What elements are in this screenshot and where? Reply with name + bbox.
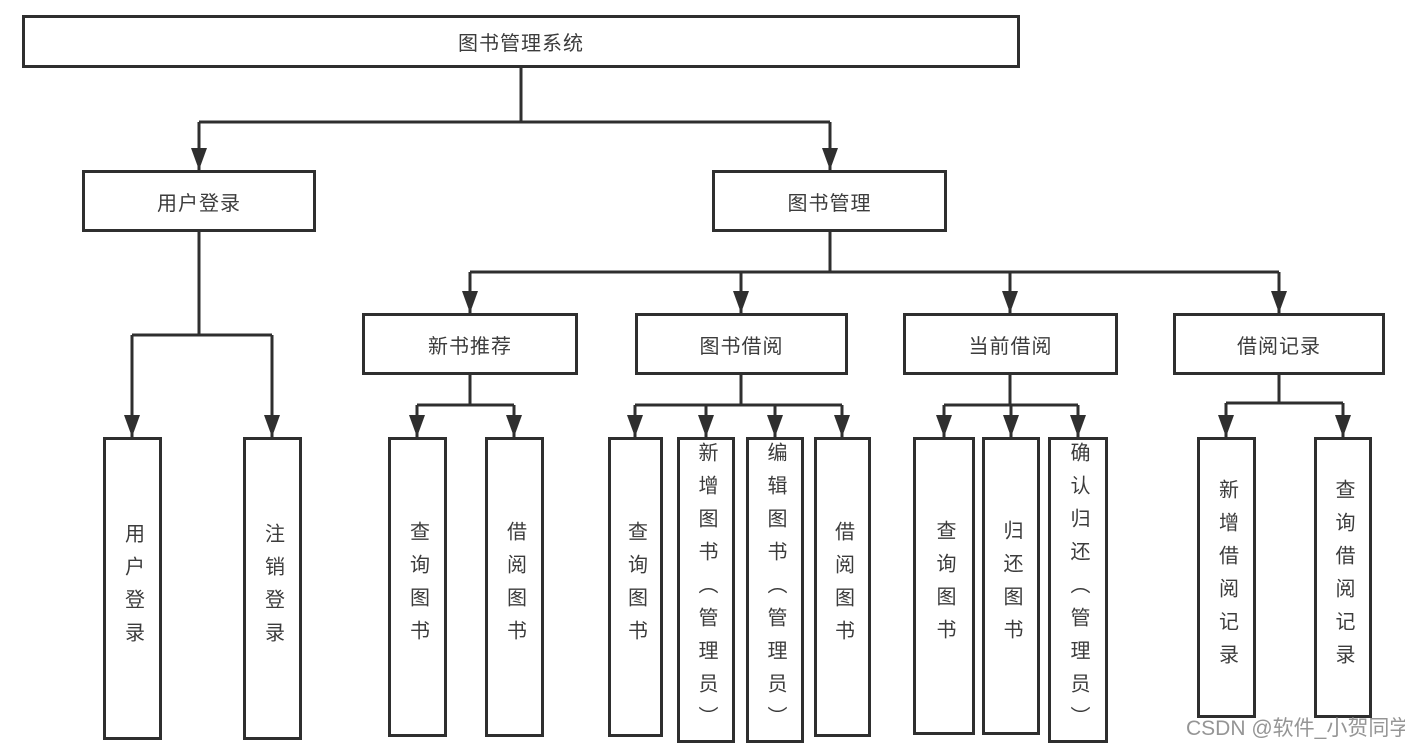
node-label: 图书管理 — [787, 192, 872, 215]
node-current-borrowing: 当前借阅 — [903, 313, 1118, 375]
leaf-borrow-books-1: 借阅图书 — [485, 437, 544, 737]
node-label: 查询图书 — [933, 520, 955, 652]
node-user-login: 用户登录 — [82, 170, 316, 232]
csdn-watermark: CSDN @软件_小贺同学 — [1186, 717, 1405, 740]
node-label: 用户登录 — [121, 522, 144, 655]
node-label: 借阅记录 — [1237, 335, 1321, 358]
leaf-logout: 注销登录 — [243, 437, 302, 740]
node-book-management: 图书管理 — [712, 170, 947, 232]
leaf-edit-books-admin: 编辑图书（管理员） — [746, 437, 804, 743]
node-library-management-system: 图书管理系统 — [22, 15, 1020, 68]
node-label: 当前借阅 — [968, 335, 1053, 358]
node-label: 新增图书（管理员） — [695, 441, 717, 739]
node-book-borrowing: 图书借阅 — [635, 313, 848, 375]
leaf-add-borrow-record: 新增借阅记录 — [1197, 437, 1256, 718]
node-label: 用户登录 — [157, 192, 241, 215]
node-label: 图书借阅 — [699, 335, 784, 358]
node-label: 编辑图书（管理员） — [764, 441, 786, 739]
leaf-query-books-3: 查询图书 — [913, 437, 975, 735]
node-label: 注销登录 — [261, 522, 284, 655]
node-borrowing-records: 借阅记录 — [1173, 313, 1385, 375]
node-label: 确认归还（管理员） — [1067, 441, 1089, 739]
node-label: 归还图书 — [1000, 520, 1022, 652]
node-new-book-recommend: 新书推荐 — [362, 313, 578, 375]
node-label: 查询图书 — [624, 521, 647, 653]
node-label: 查询图书 — [406, 521, 429, 653]
node-label: 借阅图书 — [831, 521, 854, 653]
leaf-query-borrow-record: 查询借阅记录 — [1314, 437, 1372, 718]
node-label: 借阅图书 — [503, 521, 526, 653]
node-label: 新书推荐 — [428, 335, 512, 358]
leaf-query-books-1: 查询图书 — [388, 437, 447, 737]
leaf-query-books-2: 查询图书 — [608, 437, 663, 737]
leaf-borrow-books-2: 借阅图书 — [814, 437, 871, 737]
node-label: 新增借阅记录 — [1215, 478, 1238, 677]
leaf-confirm-return-admin: 确认归还（管理员） — [1048, 437, 1108, 743]
leaf-add-books-admin: 新增图书（管理员） — [677, 437, 735, 743]
node-label: 图书管理系统 — [458, 33, 584, 55]
node-label: 查询借阅记录 — [1332, 478, 1354, 677]
leaf-return-books: 归还图书 — [982, 437, 1040, 735]
leaf-user-login: 用户登录 — [103, 437, 162, 740]
